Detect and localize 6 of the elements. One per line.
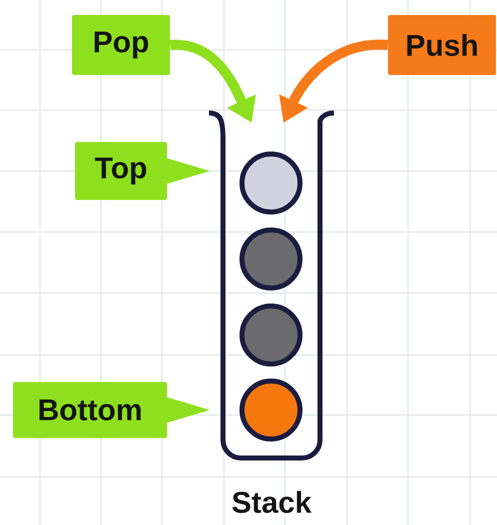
stack-container	[208, 110, 334, 460]
callout-box: Top	[75, 142, 210, 200]
label-box: Pop	[72, 15, 170, 75]
label-box: Push	[388, 15, 496, 75]
callout-box: Bottom	[13, 382, 210, 438]
node-label: Stack	[232, 490, 312, 514]
